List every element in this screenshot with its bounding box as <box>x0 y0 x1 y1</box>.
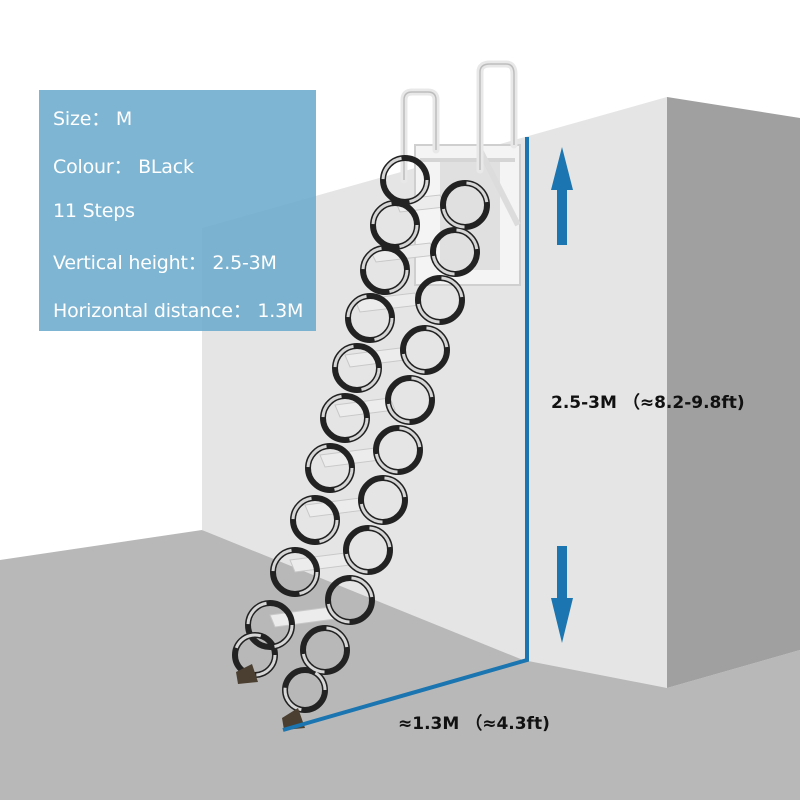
arrow-down-icon <box>551 546 573 643</box>
ladder <box>232 155 490 730</box>
spec-vertical-height: Vertical height： 2.5-3M <box>53 252 277 274</box>
ladder-foot-left <box>236 664 258 684</box>
spec-steps: 11 Steps <box>53 200 135 222</box>
horizontal-dimension-label: ≈1.3M （≈4.3ft) <box>398 714 550 734</box>
dimension-lines <box>282 137 529 732</box>
arrow-up-icon <box>551 147 573 245</box>
side-wall <box>667 97 800 688</box>
spec-horizontal-distance: Horizontal distance： 1.3M <box>53 300 304 322</box>
vertical-dimension-label: 2.5-3M （≈8.2-9.8ft) <box>551 393 745 413</box>
ladder-mount <box>414 144 521 286</box>
right-rail <box>282 180 490 713</box>
spec-size: Size： M <box>53 108 133 130</box>
spec-colour: Colour： BLack <box>53 156 194 178</box>
spec-panel: Size： M Colour： BLack 11 Steps Vertical … <box>39 90 316 331</box>
floor <box>0 530 800 800</box>
